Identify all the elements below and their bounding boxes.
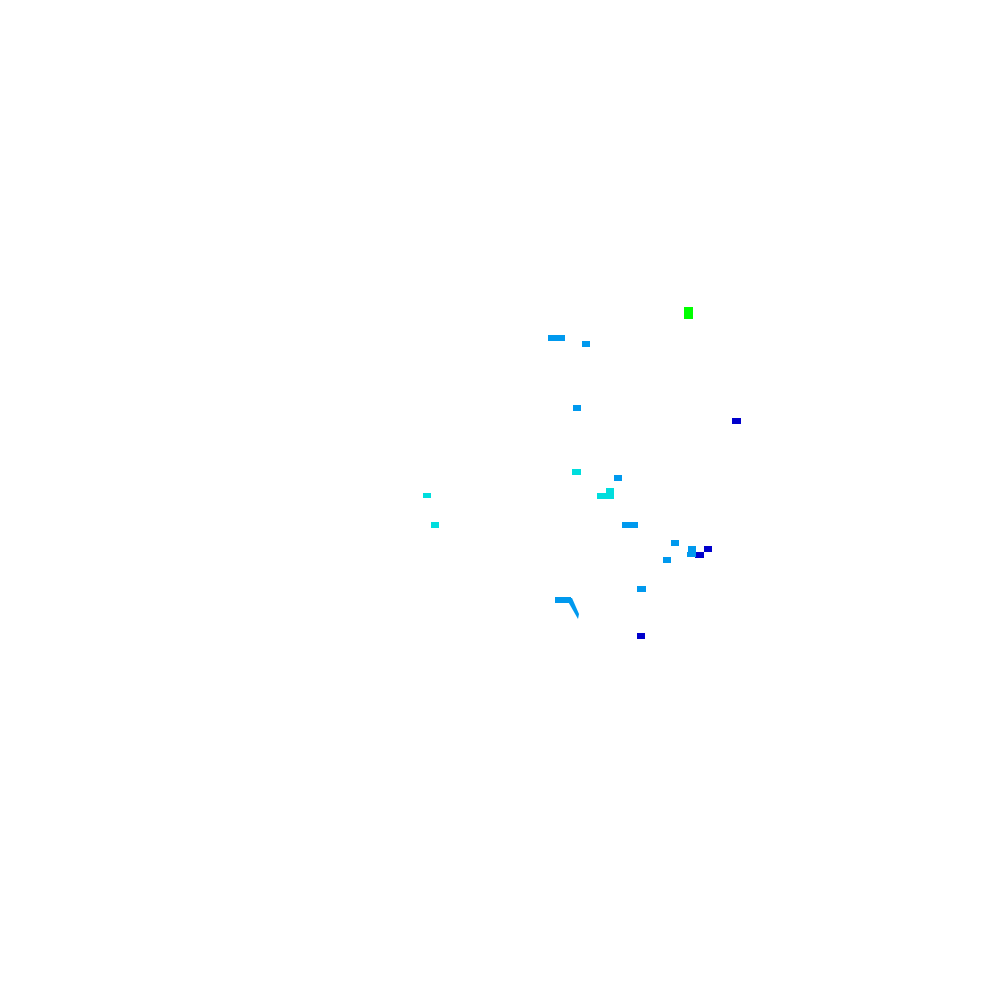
azure-curve-tail — [566, 598, 579, 619]
blue-fragment — [637, 633, 645, 639]
green-fragment — [684, 307, 693, 319]
blue-fragment — [732, 418, 741, 424]
blue-fragment — [695, 552, 704, 558]
cyan-fragment — [572, 469, 581, 475]
azure-fragment — [637, 586, 646, 592]
azure-fragment — [573, 405, 581, 411]
azure-curve-fragment — [555, 597, 571, 603]
cyan-fragment — [606, 488, 614, 496]
azure-fragment — [688, 546, 696, 552]
cyan-fragment — [431, 522, 439, 528]
cyan-fragment — [597, 493, 614, 499]
azure-fragment — [622, 522, 638, 528]
blue-fragment — [704, 546, 712, 552]
azure-fragment — [548, 335, 565, 341]
cyan-fragment — [423, 493, 431, 498]
azure-fragment — [663, 557, 671, 563]
azure-fragment — [687, 552, 696, 557]
azure-fragment — [614, 475, 622, 481]
azure-fragment — [582, 341, 590, 347]
azure-fragment — [671, 540, 679, 546]
